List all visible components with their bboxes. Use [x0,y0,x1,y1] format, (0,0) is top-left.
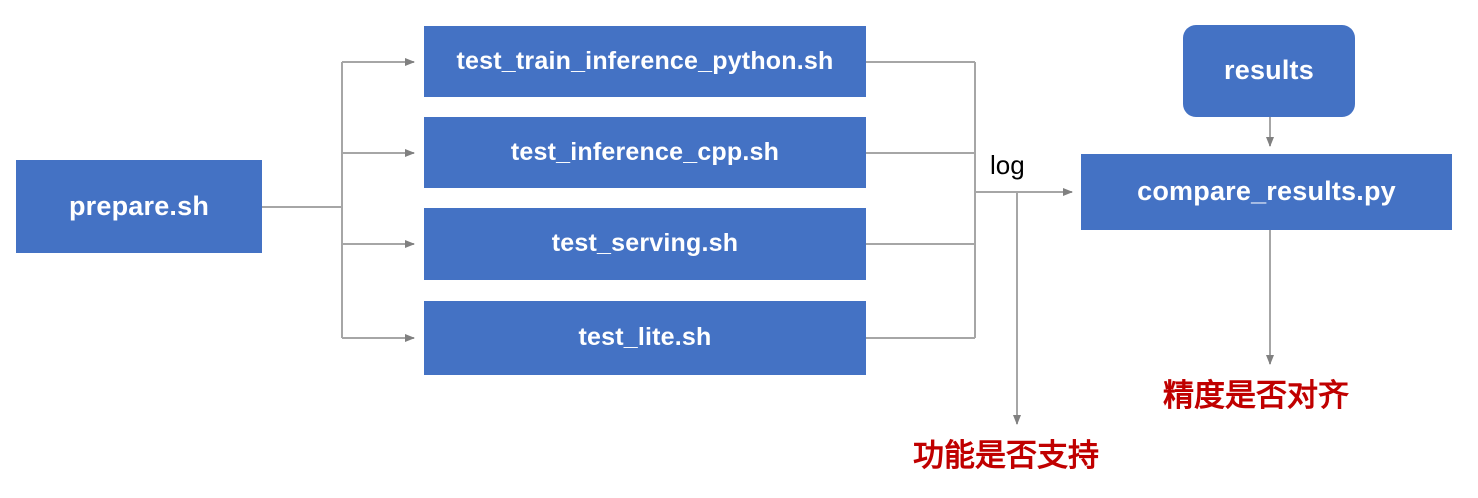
node-test-lite-sh[interactable]: test_lite.sh [424,301,866,375]
node-test-train-inference-python-sh[interactable]: test_train_inference_python.sh [424,26,866,97]
node-test-inference-cpp-sh[interactable]: test_inference_cpp.sh [424,117,866,188]
edge-label-log: log [990,150,1025,180]
note-function-supported: 功能是否支持 [913,438,1099,473]
node-compare-results-py[interactable]: compare_results.py [1081,154,1452,230]
edge-scripts-to-merge [866,61,976,339]
node-test-serving-sh[interactable]: test_serving.sh [424,208,866,280]
node-prepare-sh[interactable]: prepare.sh [16,160,262,253]
edge-prepare-to-fork [262,62,343,338]
note-accuracy-aligned: 精度是否对齐 [1163,378,1349,413]
node-results[interactable]: results [1183,25,1355,117]
